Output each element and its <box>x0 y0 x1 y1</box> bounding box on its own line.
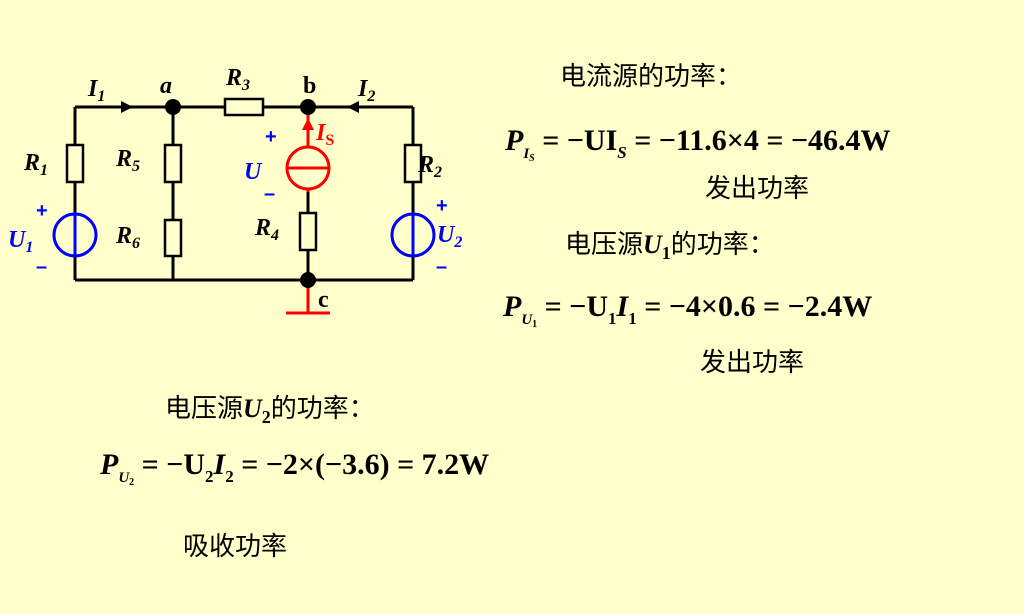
voltage-source-u2 <box>390 212 436 258</box>
minus-sign-u1: – <box>36 256 47 278</box>
label-r3: R3 <box>225 65 250 94</box>
node-a-dot <box>165 99 181 115</box>
current-arrow-i2 <box>347 101 359 113</box>
note-u2: 吸收功率 <box>183 532 288 562</box>
node-a-label: a <box>160 73 172 99</box>
resistor-r6 <box>163 218 183 258</box>
heading-u1-power: 电压源U1的功率： <box>565 230 775 263</box>
label-r2: R2 <box>417 152 442 181</box>
equation-current-source-power: PIS = −UIS = −11.6×4 = −46.4W <box>505 124 891 164</box>
node-b-label: b <box>303 73 316 99</box>
label-u2: U2 <box>437 222 462 251</box>
label-r6: R6 <box>115 223 140 252</box>
node-c-dot <box>300 272 316 288</box>
voltage-source-u1 <box>52 212 98 258</box>
heading-u2-power: 电压源U2的功率： <box>165 394 375 427</box>
note-current-source: 发出功率 <box>705 174 810 204</box>
label-u1: U1 <box>8 227 33 256</box>
resistor-r2 <box>403 143 423 184</box>
resistor-r4 <box>298 211 318 252</box>
resistor-r3 <box>223 97 265 117</box>
label-is: IS <box>315 120 334 149</box>
label-i2: I2 <box>357 76 375 105</box>
heading-current-source-power: 电流源的功率： <box>560 62 743 92</box>
current-arrow-i1 <box>121 101 133 113</box>
current-source-is <box>285 107 331 192</box>
circuit-wires <box>73 105 415 282</box>
circuit-diagram: a b c I1 I2 R3 R1 R5 R6 R4 R2 IS + U – +… <box>8 65 462 315</box>
node-c-label: c <box>318 287 329 313</box>
minus-sign-u: – <box>264 183 275 205</box>
plus-sign-u1: + <box>36 200 48 222</box>
equation-u1-power: PU1 = −U1I1 = −4×0.6 = −2.4W <box>503 290 873 330</box>
label-i1: I1 <box>87 76 105 105</box>
plus-sign-u2: + <box>436 195 448 217</box>
label-u: U <box>244 159 263 185</box>
plus-sign-u: + <box>265 126 277 148</box>
label-r4: R4 <box>254 215 279 244</box>
label-r5: R5 <box>115 146 140 175</box>
note-u1: 发出功率 <box>700 348 805 378</box>
resistor-r1 <box>65 143 85 184</box>
equation-u2-power: PU2 = −U2I2 = −2×(−3.6) = 7.2W <box>100 448 490 488</box>
current-arrow-is <box>302 118 314 130</box>
resistor-r5 <box>163 143 183 184</box>
node-b-dot <box>300 99 316 115</box>
minus-sign-u2: – <box>436 256 447 278</box>
label-r1: R1 <box>23 150 48 179</box>
